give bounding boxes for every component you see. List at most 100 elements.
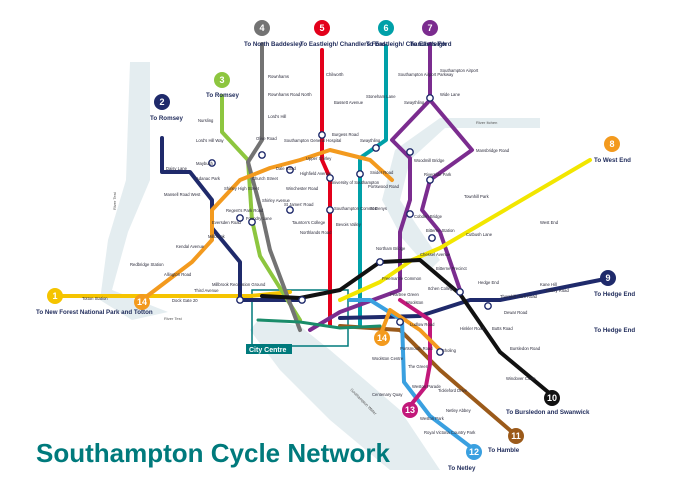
- place-labels: Rownhams Rownhams Road North Lord's Hill…: [82, 68, 569, 435]
- station-freemantle[interactable]: [298, 296, 306, 304]
- route-1-line[interactable]: [60, 290, 292, 298]
- place-label: Maybush: [196, 161, 214, 166]
- route-10-line[interactable]: [260, 258, 550, 394]
- city-centre-label: City Centre: [249, 347, 286, 354]
- station-northam[interactable]: [376, 258, 384, 266]
- place-label: Highfield Avenue: [300, 171, 332, 176]
- route-number: 1: [52, 291, 57, 301]
- station-swaythling-north[interactable]: [426, 94, 434, 102]
- place-label: Snider Road: [370, 170, 394, 175]
- badge-route-2[interactable]: 2: [154, 94, 170, 110]
- station-bitterne-precinct[interactable]: [456, 288, 464, 296]
- station-regents-park[interactable]: [236, 214, 244, 222]
- badge-route-10[interactable]: 10: [544, 390, 560, 406]
- route-orbital-green[interactable]: [256, 318, 382, 330]
- place-label: Bevois Valley: [336, 222, 362, 227]
- dest-4: To North Baddesley: [244, 41, 303, 48]
- destination-labels: To New Forest National Park and Totton T…: [36, 41, 635, 472]
- route-12-line[interactable]: [348, 298, 474, 450]
- water-bodies: [100, 62, 540, 470]
- place-label: Riverside Park: [424, 172, 452, 177]
- route-4-line[interactable]: [246, 42, 302, 332]
- badge-route-8[interactable]: 8: [604, 136, 620, 152]
- place-label: Weston Parade: [412, 384, 441, 389]
- place-label: Bassett Avenue: [334, 100, 364, 105]
- badge-route-5[interactable]: 5: [314, 20, 330, 36]
- place-label: Windover Close: [506, 376, 536, 381]
- badge-route-7[interactable]: 7: [422, 20, 438, 36]
- badge-route-14b[interactable]: 14: [374, 330, 390, 346]
- station-cobden[interactable]: [406, 210, 414, 218]
- station-woolston[interactable]: [396, 318, 404, 326]
- station-sholing[interactable]: [436, 348, 444, 356]
- badge-route-11[interactable]: 11: [508, 428, 524, 444]
- route-badge-circle: [604, 136, 620, 152]
- station-bitterne[interactable]: [428, 234, 436, 242]
- dest-7: To Eastleigh: [410, 41, 447, 48]
- place-label: Church Street: [252, 176, 279, 181]
- route-14-south[interactable]: [378, 308, 442, 352]
- place-label: Rownhams Road North: [268, 92, 312, 97]
- route-14-line[interactable]: [140, 148, 394, 302]
- station-dewar[interactable]: [484, 302, 492, 310]
- route-5-line[interactable]: [320, 48, 332, 327]
- southampton-water: [250, 318, 440, 470]
- station-portswood[interactable]: [356, 170, 364, 178]
- place-label: Townhill Park: [464, 194, 490, 199]
- dest-hedge-end-2: To Hedge End: [594, 327, 635, 334]
- route-3-line[interactable]: [220, 94, 302, 322]
- route-7-branch[interactable]: [420, 98, 474, 292]
- place-label: Portsmouth Road: [400, 346, 433, 351]
- station-woodmill[interactable]: [406, 148, 414, 156]
- route-badge-circle: [508, 428, 524, 444]
- station-st-james[interactable]: [286, 206, 294, 214]
- place-label: Shirley Avenue: [262, 198, 291, 203]
- place-label: Thornhill Park Road: [500, 294, 538, 299]
- place-label: Upper Shirley: [306, 156, 332, 161]
- route-number: 7: [427, 23, 432, 33]
- place-label: Lord's Hill: [268, 114, 286, 119]
- station-olive-road[interactable]: [258, 151, 266, 159]
- place-label: Cutbush Lane: [466, 232, 493, 237]
- place-label: Nursling: [198, 118, 214, 123]
- route-number: 13: [405, 405, 415, 415]
- place-label: Millbrook: [208, 234, 226, 239]
- badge-route-1[interactable]: 1: [47, 288, 63, 304]
- route-13-line[interactable]: [398, 298, 432, 408]
- station-common[interactable]: [326, 206, 334, 214]
- place-label: Burgess Road: [332, 132, 359, 137]
- place-label: Hinkler Road: [460, 326, 485, 331]
- station-riverside[interactable]: [426, 176, 434, 184]
- route-badge-circle: [422, 20, 438, 36]
- route-number: 5: [319, 23, 324, 33]
- river-test-label: River Test: [112, 191, 117, 210]
- place-label: Mansbridge Road: [476, 148, 510, 153]
- station-swaythling[interactable]: [372, 144, 380, 152]
- station-foundry-lane[interactable]: [248, 218, 256, 226]
- station-dale-road[interactable]: [286, 166, 294, 174]
- river-test-lower-label: River Test: [164, 316, 183, 321]
- station-millbrook[interactable]: [236, 296, 244, 304]
- route-number: 10: [547, 393, 557, 403]
- badge-route-3[interactable]: 3: [214, 72, 230, 88]
- badge-route-14a[interactable]: 14: [134, 294, 150, 310]
- badge-route-12[interactable]: 12: [466, 444, 482, 460]
- place-label: Daisy Lane: [166, 166, 188, 171]
- badge-route-6[interactable]: 6: [378, 20, 394, 36]
- route-7-line[interactable]: [308, 42, 432, 332]
- page-title: Southampton Cycle Network: [36, 438, 390, 468]
- badge-route-9[interactable]: 9: [600, 270, 616, 286]
- badge-route-4[interactable]: 4: [254, 20, 270, 36]
- place-label: The Green: [408, 364, 429, 369]
- route-number: 9: [605, 273, 610, 283]
- station-university[interactable]: [326, 174, 334, 182]
- badge-route-13[interactable]: 13: [402, 402, 418, 418]
- place-label: Kane Hill: [540, 282, 557, 287]
- route-number: 4: [259, 23, 264, 33]
- place-label: Woolston: [406, 300, 424, 305]
- station-maybush[interactable]: [208, 159, 216, 167]
- place-label: Dale Road: [276, 166, 296, 171]
- station-burgess-road[interactable]: [318, 131, 326, 139]
- place-label: Centenary Quay: [372, 392, 403, 397]
- dest-11: To Hamble: [488, 447, 520, 454]
